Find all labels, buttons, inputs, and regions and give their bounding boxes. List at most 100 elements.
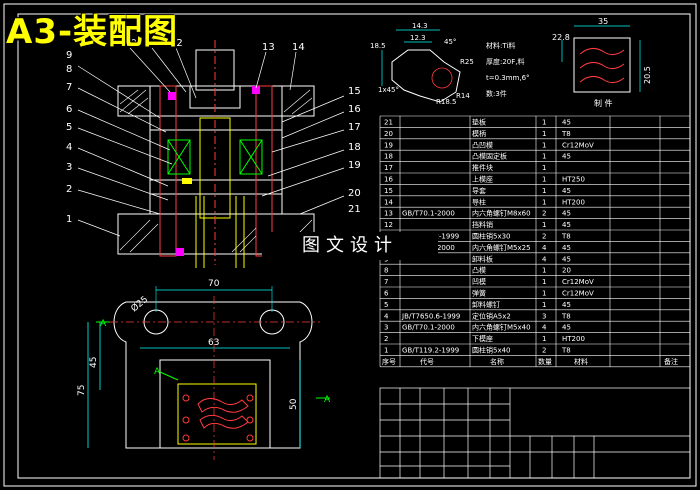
bom-cell-no: 15 <box>384 187 393 195</box>
tech-note-1: 材料:Ti料 <box>486 41 515 50</box>
part-d3: 18.5 <box>370 42 386 50</box>
bom-cell-no: 5 <box>384 301 388 309</box>
bom-cell-mat: 45 <box>562 119 571 127</box>
bom-cell-qty: 1 <box>542 187 546 195</box>
bom-cell-no: 14 <box>384 198 393 206</box>
plan-view <box>87 286 330 460</box>
label-15: 15 <box>348 86 361 97</box>
product-h2: 20.5 <box>643 66 652 84</box>
bom-cell-mat: HT200 <box>562 198 585 206</box>
part-r1: R14 <box>456 92 470 100</box>
bom-cell-qty: 4 <box>542 244 547 252</box>
tech-notes: 材料:Ti料 厚度:20F,料 t=0.3mm,6° 数:3件 <box>486 41 530 98</box>
bom-cell-qty: 1 <box>542 164 546 172</box>
bom-cell-qty: 1 <box>542 198 546 206</box>
bom-header-std: 代号 <box>420 357 434 366</box>
product-caption: 制 件 <box>594 98 613 108</box>
label-14: 14 <box>292 42 305 53</box>
section-mark-left: A <box>100 319 107 329</box>
bom-cell-name: 下模座 <box>472 334 493 343</box>
bom-cell-mat: 45 <box>562 187 571 195</box>
tech-note-3: t=0.3mm,6° <box>486 74 530 82</box>
label-7: 7 <box>66 82 72 93</box>
bom-cell-no: 21 <box>384 119 393 127</box>
bom-cell-name: 圆柱销5x40 <box>472 346 511 355</box>
part-r2: R18.5 <box>436 98 456 106</box>
bom-cell-qty: 1 <box>542 290 546 298</box>
drawing-title: A3-装配图 <box>6 12 179 52</box>
bom-cell-qty: 3 <box>542 312 546 320</box>
bom-cell-no: 6 <box>384 290 389 298</box>
bom-cell-no: 12 <box>384 221 393 229</box>
bom-cell-name: 卸料螺钉 <box>472 300 500 309</box>
bom-cell-name: 导柱 <box>472 197 486 206</box>
label-18: 18 <box>348 142 361 153</box>
bom-cell-no: 3 <box>384 324 388 332</box>
bom-cell-mat: 45 <box>562 255 571 263</box>
part-detail <box>381 29 461 103</box>
bom-cell-qty: 2 <box>542 347 546 355</box>
label-1: 1 <box>66 214 72 225</box>
label-16: 16 <box>348 104 361 115</box>
label-9: 9 <box>66 50 72 61</box>
bom-cell-qty: 1 <box>542 221 546 229</box>
label-5: 5 <box>66 122 72 133</box>
bom-cell-mat: 45 <box>562 221 571 229</box>
bom-cell-qty: 1 <box>542 301 546 309</box>
title-block <box>379 387 691 479</box>
bom-cell-no: 20 <box>384 130 393 138</box>
label-10: 10 <box>124 38 137 49</box>
label-11: 11 <box>146 38 159 49</box>
dim-mid-width: 63 <box>208 338 219 348</box>
product-width: 35 <box>598 17 608 26</box>
bom-cell-name: 上模座 <box>472 175 493 184</box>
bom-cell-qty: 2 <box>542 233 546 241</box>
bom-cell-mat: T8 <box>561 233 571 241</box>
bom-cell-name: 内六角螺钉M8x60 <box>472 209 531 218</box>
bom-cell-mat: 20 <box>562 267 571 275</box>
bom-header-no: 序号 <box>382 357 396 366</box>
bom-cell-name: 圆柱销5x30 <box>472 232 511 241</box>
bom-cell-mat: Cr12MoV <box>562 278 594 286</box>
watermark-banner: 图文设计 <box>262 232 438 260</box>
bom-cell-qty: 1 <box>542 153 546 161</box>
dim-hole: Ø25 <box>129 294 150 314</box>
bom-cell-name: 导套 <box>472 186 486 195</box>
bom-cell-qty: 1 <box>542 130 546 138</box>
bom-cell-mat: HT250 <box>562 176 585 184</box>
bom-cell-name: 弹簧 <box>472 289 486 298</box>
product-view <box>561 25 641 93</box>
bom-cell-mat: Cr12MoV <box>562 141 594 149</box>
bom-cell-no: 13 <box>384 210 393 218</box>
label-21: 21 <box>348 204 361 215</box>
bom-cell-mat: T8 <box>561 312 571 320</box>
bom-cell-mat: 45 <box>562 324 571 332</box>
label-6: 6 <box>66 104 72 115</box>
section-mark-right: A <box>324 395 331 405</box>
plan-dimension-labels: 70 63 Ø25 45 75 50 A A A <box>77 279 331 410</box>
bom-cell-qty: 1 <box>542 119 546 127</box>
bom-cell-no: 4 <box>384 312 389 320</box>
bom-cell-name: 凸模固定板 <box>472 152 507 161</box>
bom-cell-name: 垫板 <box>472 118 486 127</box>
bom-cell-no: 17 <box>384 164 393 172</box>
bom-cell-mat: T8 <box>561 347 571 355</box>
bom-cell-qty: 4 <box>542 324 547 332</box>
bom-cell-name: 模柄 <box>472 129 486 138</box>
label-20: 20 <box>348 188 361 199</box>
section-mark-inner: A <box>154 367 161 377</box>
bom-header-qty: 数量 <box>538 357 552 366</box>
bom-cell-no: 1 <box>384 347 388 355</box>
outer-frame <box>3 3 697 487</box>
product-h1: 22.8 <box>552 33 570 42</box>
bom-cell-mat: 45 <box>562 153 571 161</box>
bom-cell-name: 推件块 <box>472 163 493 172</box>
bom-cell-mat: 45 <box>562 210 571 218</box>
bom-header-mat: 材料 <box>574 357 588 366</box>
part-d2: 12.3 <box>410 34 426 42</box>
dim-height-a: 45 <box>89 357 99 368</box>
bom-cell-mat: 45 <box>562 244 571 252</box>
label-12: 12 <box>170 38 183 49</box>
